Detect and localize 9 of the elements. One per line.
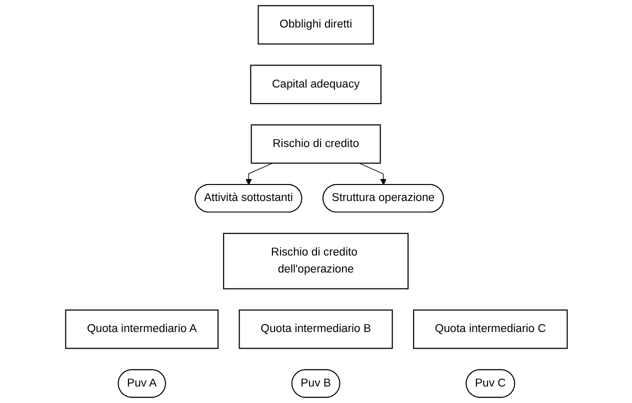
node-box: Quota intermediario C [412,310,568,349]
node-box: Rischio di credito dell'operazione [222,232,408,290]
node-box: Quota intermediario B [238,310,392,349]
node-box: Capital adequacy [250,64,382,104]
arrow [358,162,386,186]
node-box: Quota intermediario A [64,310,218,349]
arrow [245,162,272,186]
node-box: Obblighi diretti [257,5,374,45]
node-box: Rischio di credito [250,124,380,164]
